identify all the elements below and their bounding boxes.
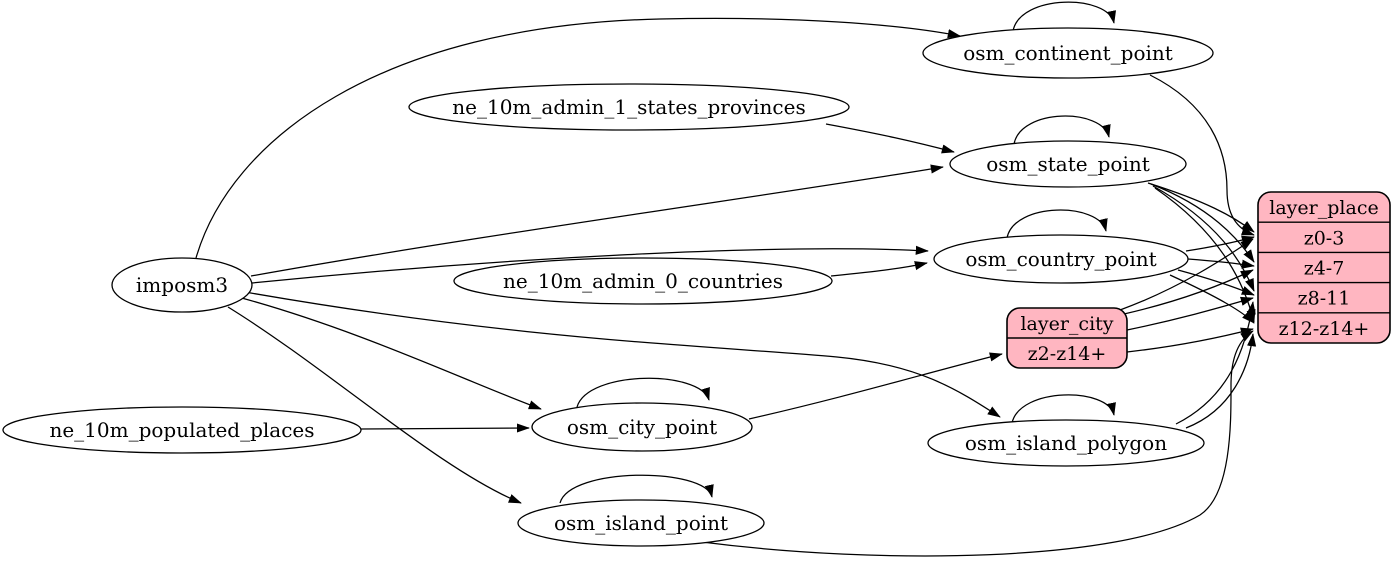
ne-10m-admin-1-states-provinces-ellipse <box>408 83 850 131</box>
node-label-osm-country-point: osm_country_point <box>965 247 1156 271</box>
node-osm-state-point: osm_state_point <box>949 140 1187 188</box>
node-ne-10m-populated-places: ne_10m_populated_places <box>2 406 362 454</box>
edge-imposm3-to-osm-island-point <box>227 306 522 504</box>
edge-imposm3-to-osm-continent-point <box>195 17 961 259</box>
osm-state-point-ellipse <box>949 140 1187 188</box>
edge-ne-10m-populated-places-to-osm-city-point <box>360 423 530 433</box>
node-layer-place: layer_place z0-3 z4-7 z8-11 z12-z14+ <box>1257 191 1391 344</box>
edge-layer-city-to-layer-place-z0-3 <box>1119 238 1254 311</box>
node-ne-10m-admin-0-countries: ne_10m_admin_0_countries <box>453 257 833 305</box>
osm-continent-point-ellipse <box>922 27 1214 79</box>
edge-ne-10m-admin-1-states-provinces-to-osm-state-point <box>825 123 955 154</box>
node-layer-city: layer_city z2-z14+ <box>1006 307 1128 369</box>
layer-place-row-z4-7: z4-7 <box>1304 258 1345 280</box>
osm-country-point-ellipse <box>933 234 1189 284</box>
edge-osm-island-polygon-to-layer-place-z8-11 <box>1175 301 1256 425</box>
ne-10m-populated-places-ellipse <box>2 406 362 454</box>
edge-osm-country-point-to-layer-place-z8-11 <box>1177 269 1255 296</box>
node-osm-country-point: osm_country_point <box>933 234 1189 284</box>
edge-osm-state-point-to-layer-place-z8-11 <box>1152 185 1255 292</box>
node-label-osm-continent-point: osm_continent_point <box>963 41 1173 65</box>
ne-10m-admin-0-countries-ellipse <box>453 257 833 305</box>
self-loop-osm-city-point <box>576 377 710 408</box>
self-loop-osm-continent-point <box>1012 1 1116 32</box>
layer-place-row-z8-11: z8-11 <box>1298 288 1351 310</box>
node-ne-10m-admin-1-states-provinces: ne_10m_admin_1_states_provinces <box>408 83 850 131</box>
edge-layer-city-to-layer-place-z12-z14plus <box>1126 327 1254 353</box>
osm-island-polygon-ellipse <box>927 419 1205 467</box>
self-loop-osm-island-point <box>559 474 714 504</box>
self-loop-osm-island-polygon <box>1011 394 1116 424</box>
edge-imposm3-to-osm-city-point <box>237 296 542 410</box>
node-label-osm-city-point: osm_city_point <box>567 415 717 439</box>
osm-city-point-ellipse <box>531 402 753 452</box>
edge-osm-continent-point-to-layer-place-z0-3 <box>1149 74 1255 236</box>
layer-place-record-box <box>1257 191 1391 344</box>
edge-osm-state-point-to-layer-place-z4-7 <box>1150 183 1255 263</box>
edge-osm-city-point-to-layer-city-z2-z14plus <box>748 352 1003 420</box>
self-loop-osm-state-point <box>1013 115 1111 145</box>
osm-island-point-ellipse <box>517 499 765 547</box>
node-osm-island-polygon: osm_island_polygon <box>927 419 1205 467</box>
edges-layer <box>195 1 1257 557</box>
edge-osm-island-point-to-layer-place-z12-z14plus <box>701 330 1254 557</box>
node-label-ne-10m-populated-places: ne_10m_populated_places <box>49 418 314 442</box>
edge-imposm3-to-osm-island-polygon <box>244 291 1001 418</box>
nodes-layer: imposm3 ne_10m_admin_1_states_provincesne… <box>2 27 1391 547</box>
node-imposm3: imposm3 <box>111 257 253 313</box>
layer-place-row-z0-3: z0-3 <box>1304 227 1345 249</box>
node-label-osm-state-point: osm_state_point <box>986 152 1150 176</box>
node-label-osm-island-point: osm_island_point <box>554 511 728 535</box>
edge-imposm3-to-osm-state-point <box>250 164 944 277</box>
edge-layer-city-to-layer-place-z4-7 <box>1123 269 1254 315</box>
edge-imposm3-to-osm-country-point <box>251 245 929 284</box>
layer-city-title: layer_city <box>1020 313 1113 335</box>
layer-place-title: layer_place <box>1269 197 1378 219</box>
imposm3-ellipse <box>111 257 253 313</box>
edge-ne-10m-admin-0-countries-to-osm-country-point <box>830 261 928 277</box>
edge-layer-city-to-layer-place-z8-11 <box>1126 296 1254 331</box>
node-osm-city-point: osm_city_point <box>531 402 753 452</box>
edge-osm-state-point-to-layer-place-z0-3 <box>1147 182 1255 233</box>
node-label-osm-island-polygon: osm_island_polygon <box>965 431 1167 455</box>
node-osm-island-point: osm_island_point <box>517 499 765 547</box>
layer-place-row-z12-z14plus: z12-z14+ <box>1279 318 1370 340</box>
node-osm-continent-point: osm_continent_point <box>922 27 1214 79</box>
layer-city-row-z2-z14plus: z2-z14+ <box>1028 343 1107 365</box>
node-label-ne-10m-admin-1-states-provinces: ne_10m_admin_1_states_provinces <box>452 95 805 119</box>
self-loop-osm-country-point <box>1006 209 1108 239</box>
edge-osm-country-point-to-layer-place-z4-7 <box>1187 258 1255 269</box>
node-label-ne-10m-admin-0-countries: ne_10m_admin_0_countries <box>503 269 783 293</box>
edge-osm-island-polygon-to-layer-place-z12-z14plus <box>1185 333 1257 429</box>
node-label-imposm3: imposm3 <box>136 273 228 297</box>
